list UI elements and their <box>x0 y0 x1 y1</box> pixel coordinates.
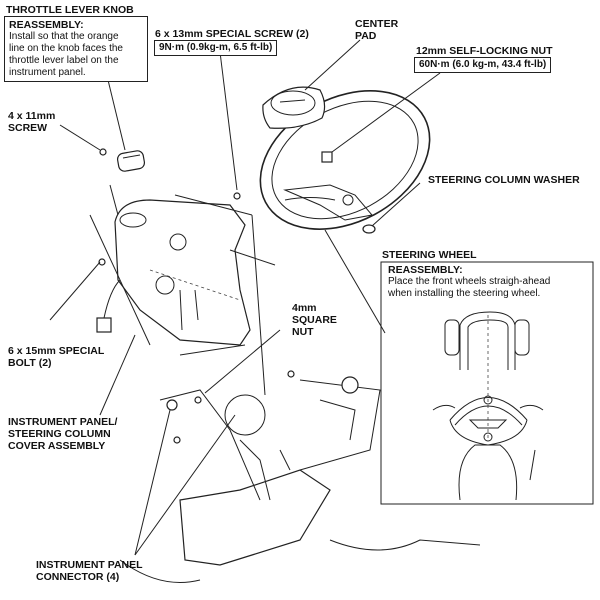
special-screw-title: 6 x 13mm SPECIAL SCREW (2) <box>155 28 309 40</box>
steering-wheel-drawing <box>259 90 431 230</box>
label-line: COVER ASSEMBLY <box>8 440 106 452</box>
label-line: PAD <box>355 30 377 42</box>
label-line: STEERING COLUMN <box>8 428 111 440</box>
note-line: throttle lever label on the <box>9 55 119 66</box>
label-line: 4 x 11mm <box>8 110 56 122</box>
label-line: 6 x 15mm SPECIAL <box>8 345 105 357</box>
steering-wheel-reassembly-note: REASSEMBLY: Place the front wheels strai… <box>388 264 550 300</box>
center-pad-label: CENTER PAD <box>355 18 398 42</box>
note-line: Place the front wheels straigh-ahead <box>388 276 551 287</box>
steering-wheel-inset-frame <box>380 261 594 505</box>
special-screw-drawing <box>233 192 241 200</box>
note-heading: REASSEMBLY: <box>388 264 463 276</box>
label-line: SQUARE <box>292 314 337 326</box>
label-line: INSTRUMENT PANEL/ <box>8 416 118 428</box>
instrument-panel-assembly-label: INSTRUMENT PANEL/ STEERING COLUMN COVER … <box>8 416 117 452</box>
self-locking-nut-drawing <box>321 151 333 163</box>
special-screw-torque: 9N·m (0.9kg-m, 6.5 ft-lb) <box>154 40 278 56</box>
square-nut-label: 4mm SQUARE NUT <box>292 302 337 338</box>
label-line: 4mm <box>292 302 317 314</box>
self-locking-nut-torque: 60N·m (6.0 kg-m, 43.4 ft-lb) <box>414 57 552 73</box>
column-washer-drawing <box>362 224 376 234</box>
leader-lines <box>49 39 441 556</box>
tractor-body-drawing <box>119 370 481 583</box>
label-line: BOLT (2) <box>8 357 52 369</box>
screw-4x11-label: 4 x 11mm SCREW <box>8 110 55 134</box>
center-pad-drawing <box>262 86 326 129</box>
instrument-panel-connector-label: INSTRUMENT PANEL CONNECTOR (4) <box>36 559 143 583</box>
note-line: line on the knob faces the <box>9 43 123 54</box>
label-line: CENTER <box>355 18 399 30</box>
inset-tractor-drawing <box>432 311 544 501</box>
column-washer-label: STEERING COLUMN WASHER <box>428 174 580 186</box>
throttle-knob-drawing <box>99 148 146 172</box>
note-line: instrument panel. <box>9 67 86 78</box>
special-bolt-label: 6 x 15mm SPECIAL BOLT (2) <box>8 345 104 369</box>
note-line: Install so that the orange <box>9 31 119 42</box>
label-line: NUT <box>292 326 314 338</box>
label-line: SCREW <box>8 122 48 134</box>
instrument-panel-drawing <box>96 199 251 346</box>
throttle-knob-title: THROTTLE LEVER KNOB <box>6 4 134 16</box>
frame-lines <box>89 184 276 396</box>
label-line: CONNECTOR (4) <box>36 571 120 583</box>
steering-wheel-title: STEERING WHEEL <box>382 249 477 261</box>
self-locking-nut-title: 12mm SELF-LOCKING NUT <box>416 45 553 57</box>
note-heading: REASSEMBLY: <box>9 19 84 31</box>
note-line: when installing the steering wheel. <box>388 288 541 299</box>
throttle-knob-reassembly-note: REASSEMBLY: Install so that the orange l… <box>4 16 148 82</box>
label-line: INSTRUMENT PANEL <box>36 559 143 571</box>
